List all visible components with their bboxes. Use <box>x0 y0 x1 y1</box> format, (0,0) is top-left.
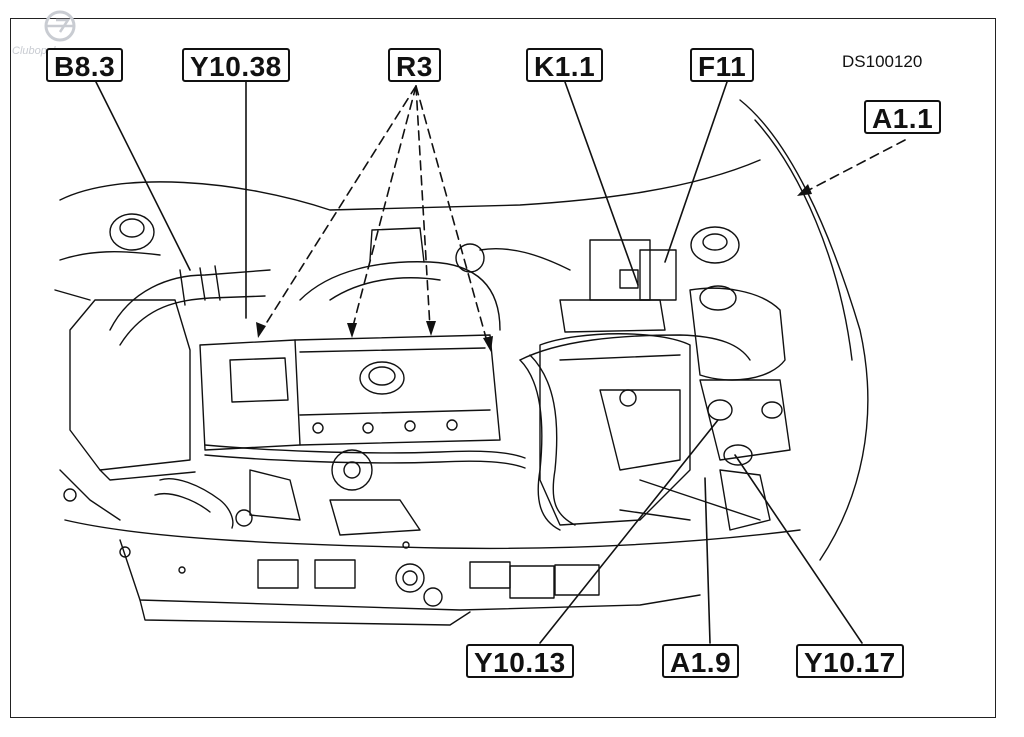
callout-k1-1: K1.1 <box>526 48 604 82</box>
leader-a1-9 <box>704 477 711 644</box>
callout-y10-38: Y10.38 <box>182 48 290 82</box>
callout-b8-3: B8.3 <box>46 48 124 82</box>
document-id: DS100120 <box>842 52 923 71</box>
leader-f11 <box>664 81 728 263</box>
leader-b8-3 <box>95 81 191 271</box>
callout-y10-13: Y10.13 <box>466 644 574 678</box>
callout-a1-1: A1.1 <box>864 100 942 134</box>
diagram-frame <box>10 18 996 718</box>
leader-k1-1 <box>564 81 639 286</box>
callout-r3: R3 <box>388 48 441 82</box>
leader-y10-17 <box>734 454 863 644</box>
callout-f11: F11 <box>690 48 755 82</box>
callout-y10-17: Y10.17 <box>796 644 904 678</box>
callout-a1-9: A1.9 <box>662 644 740 678</box>
leader-y10-13 <box>539 419 719 644</box>
